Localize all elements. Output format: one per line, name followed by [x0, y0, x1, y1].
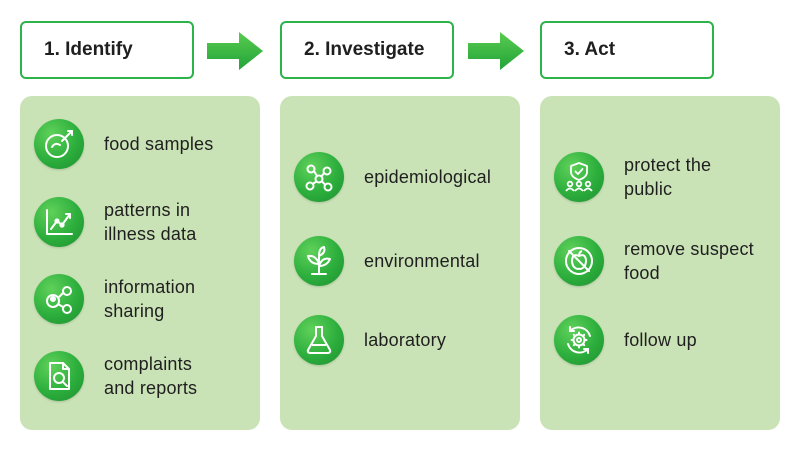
item-label: environmental — [364, 251, 480, 271]
item-label: food samples — [104, 134, 214, 154]
petri-dish-icon — [34, 119, 84, 169]
step-act-title: 3. Act — [564, 39, 616, 60]
item-label: protect the public — [624, 155, 712, 199]
step-investigate-title: 2. Investigate — [304, 39, 425, 60]
list-item: remove suspect food — [554, 236, 772, 286]
item-label: laboratory — [364, 330, 447, 350]
list-item: information sharing — [34, 274, 252, 324]
step-identify-title: 1. Identify — [44, 39, 133, 60]
list-item: patterns in illness data — [34, 197, 252, 247]
shield-people-icon — [554, 152, 604, 202]
act-panel: protect the public remove suspect food f… — [540, 96, 780, 430]
flask-icon — [294, 315, 344, 365]
list-item: protect the public — [554, 152, 772, 202]
item-label: remove suspect food — [624, 239, 754, 283]
plant-icon — [294, 236, 344, 286]
gear-cycle-icon — [554, 315, 604, 365]
molecule-icon — [294, 152, 344, 202]
item-label: complaints and reports — [104, 354, 198, 398]
network-share-icon — [34, 274, 84, 324]
arrow-right-icon — [207, 32, 263, 70]
step-identify-header: 1. Identify — [20, 21, 194, 79]
line-chart-icon — [34, 197, 84, 247]
list-item: laboratory — [294, 315, 512, 365]
report-search-icon — [34, 351, 84, 401]
list-item: epidemiological — [294, 152, 512, 202]
item-label: information sharing — [104, 277, 196, 321]
investigate-panel: epidemiological environmental laboratory — [280, 96, 520, 430]
item-label: epidemiological — [364, 167, 492, 187]
list-item: follow up — [554, 315, 772, 365]
no-apple-icon — [554, 236, 604, 286]
item-label: patterns in illness data — [104, 200, 197, 244]
arrow-right-icon — [468, 32, 524, 70]
identify-panel: food samples patterns in illness data in… — [20, 96, 260, 430]
step-investigate-header: 2. Investigate — [280, 21, 454, 79]
list-item: environmental — [294, 236, 512, 286]
list-item: food samples — [34, 119, 252, 169]
item-label: follow up — [624, 330, 697, 350]
list-item: complaints and reports — [34, 351, 252, 401]
step-act-header: 3. Act — [540, 21, 714, 79]
